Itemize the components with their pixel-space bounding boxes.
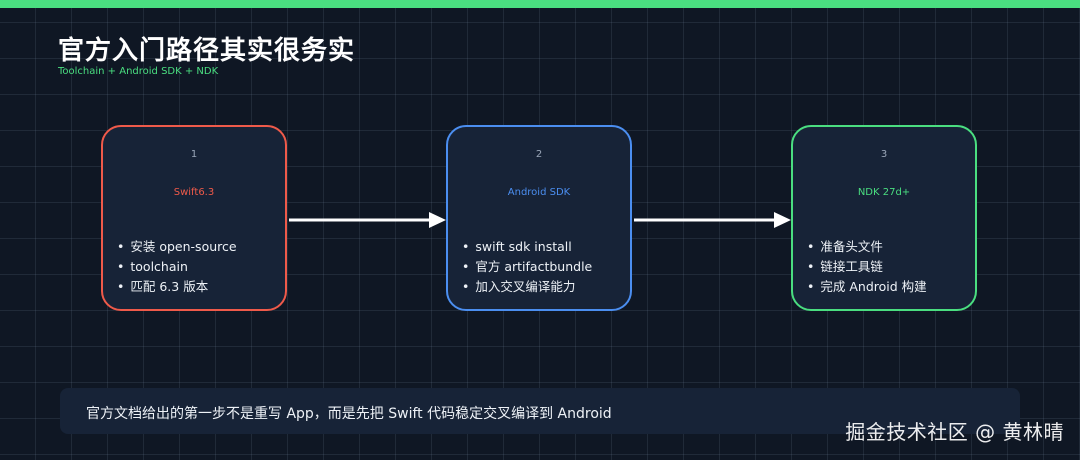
step-card-swift: 1 Swift6.3 安装 open-source toolchain 匹配 6… bbox=[101, 125, 287, 311]
step-item: 加入交叉编译能力 bbox=[462, 277, 592, 297]
flow-arrow-icon bbox=[634, 212, 791, 228]
page-title: 官方入门路径其实很务实 bbox=[58, 36, 356, 66]
step-name: NDK 27d+ bbox=[857, 187, 911, 198]
step-item: 链接工具链 bbox=[807, 257, 927, 277]
step-item: 官方 artifactbundle bbox=[462, 257, 592, 277]
step-card-android-sdk: 2 Android SDK swift sdk install 官方 artif… bbox=[446, 125, 632, 311]
step-item: swift sdk install bbox=[462, 237, 592, 257]
page-subtitle: Toolchain + Android SDK + NDK bbox=[58, 66, 219, 77]
step-item: 安装 open-source bbox=[117, 237, 236, 257]
step-number: 2 bbox=[535, 149, 543, 160]
step-item: toolchain bbox=[117, 257, 237, 277]
watermark: 掘金技术社区 @ 黄林晴 bbox=[845, 420, 1064, 444]
flow-arrow-icon bbox=[289, 212, 446, 228]
step-item: 匹配 6.3 版本 bbox=[117, 277, 237, 297]
step-item-list: 准备头文件 链接工具链 完成 Android 构建 bbox=[807, 237, 927, 297]
summary-note: 官方文档给出的第一步不是重写 App，而是先把 Swift 代码稳定交叉编译到 … bbox=[60, 388, 1020, 434]
step-item-list: 安装 open-source toolchain 匹配 6.3 版本 bbox=[117, 237, 237, 297]
step-name: Android SDK bbox=[507, 187, 571, 198]
step-item: 完成 Android 构建 bbox=[807, 277, 926, 297]
summary-note-text: 官方文档给出的第一步不是重写 App，而是先把 Swift 代码稳定交叉编译到 … bbox=[86, 406, 612, 422]
step-number: 1 bbox=[190, 149, 198, 160]
step-name: Swift6.3 bbox=[173, 187, 215, 198]
step-item-list: swift sdk install 官方 artifactbundle 加入交叉… bbox=[462, 237, 592, 297]
step-item: 准备头文件 bbox=[807, 237, 927, 257]
step-number: 3 bbox=[880, 149, 888, 160]
top-accent-bar bbox=[0, 0, 1080, 8]
step-card-ndk: 3 NDK 27d+ 准备头文件 链接工具链 完成 Android 构建 bbox=[791, 125, 977, 311]
